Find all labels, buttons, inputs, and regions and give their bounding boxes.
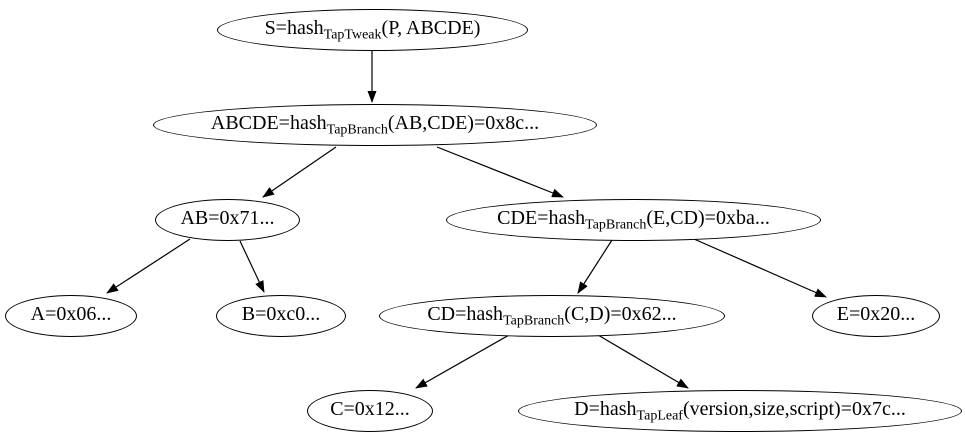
- edge-cde-e: [693, 238, 827, 298]
- node-cde-label-subscript: TapBranch: [585, 217, 647, 233]
- node-cde: CDE=hashTapBranch(E,CD)=0xba...: [446, 199, 821, 241]
- node-b-label-pre: B=0xc0...: [241, 302, 321, 325]
- node-cd: CD=hashTapBranch(C,D)=0x62...: [379, 295, 725, 337]
- node-b-label: B=0xc0...: [242, 304, 321, 329]
- node-d: D=hashTapLeaf(version,size,script)=0x7c.…: [518, 390, 962, 432]
- node-abcde-label: ABCDE=hashTapBranch(AB,CDE)=0x8c...: [211, 113, 539, 138]
- node-s-label: S=hashTapTweak(P, ABCDE): [265, 18, 481, 43]
- node-a-label: A=0x06...: [31, 304, 112, 329]
- node-cde-label-pre: CDE=hash: [497, 206, 586, 229]
- edge-abcde-ab: [262, 146, 337, 198]
- node-c-label-pre: C=0x12...: [330, 397, 410, 420]
- node-d-label-post: (version,size,script)=0x7c...: [682, 397, 906, 420]
- node-abcde-label-subscript: TapBranch: [326, 122, 388, 138]
- node-s-label-post: (P, ABCDE): [381, 16, 481, 39]
- node-ab-label: AB=0x71...: [180, 208, 274, 233]
- node-d-label: D=hashTapLeaf(version,size,script)=0x7c.…: [574, 399, 906, 424]
- node-s-label-pre: S=hash: [264, 16, 324, 39]
- node-abcde: ABCDE=hashTapBranch(AB,CDE)=0x8c...: [153, 104, 597, 146]
- node-s: S=hashTapTweak(P, ABCDE): [217, 9, 528, 51]
- node-c-label: C=0x12...: [330, 399, 410, 424]
- node-ab-label-pre: AB=0x71...: [180, 206, 275, 229]
- node-e: E=0x20...: [812, 295, 940, 337]
- node-c: C=0x12...: [307, 390, 433, 432]
- node-e-label: E=0x20...: [837, 304, 916, 329]
- edge-abcde-cde: [436, 146, 564, 198]
- edge-ab-b: [239, 240, 265, 293]
- node-cd-label-pre: CD=hash: [427, 302, 504, 325]
- node-cd-label-post: (C,D)=0x62...: [564, 302, 677, 325]
- node-cde-label-post: (E,CD)=0xba...: [646, 206, 770, 229]
- edge-ab-a: [106, 238, 191, 294]
- node-cde-label: CDE=hashTapBranch(E,CD)=0xba...: [497, 208, 770, 233]
- node-d-label-pre: D=hash: [574, 397, 637, 420]
- edge-cd-d: [597, 334, 689, 389]
- node-a-label-pre: A=0x06...: [30, 302, 112, 325]
- node-abcde-label-post: (AB,CDE)=0x8c...: [387, 111, 540, 134]
- edge-cde-cd: [577, 239, 613, 294]
- node-cd-label-subscript: TapBranch: [503, 313, 565, 329]
- node-abcde-label-pre: ABCDE=hash: [210, 111, 327, 134]
- node-a: A=0x06...: [5, 295, 137, 337]
- node-ab: AB=0x71...: [155, 199, 300, 241]
- node-s-label-subscript: TapTweak: [323, 27, 382, 43]
- node-b: B=0xc0...: [216, 295, 346, 337]
- node-cd-label: CD=hashTapBranch(C,D)=0x62...: [427, 304, 676, 329]
- node-d-label-subscript: TapLeaf: [636, 408, 683, 424]
- node-e-label-pre: E=0x20...: [836, 302, 916, 325]
- edge-cd-c: [415, 334, 510, 389]
